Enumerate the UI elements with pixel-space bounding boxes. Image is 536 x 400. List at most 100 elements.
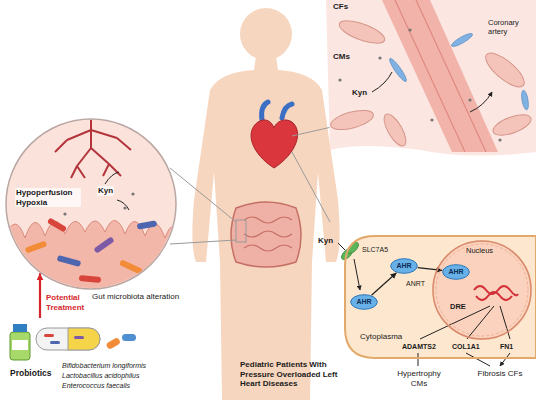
leader-line [236, 220, 246, 242]
gut-outline [5, 220, 177, 290]
myocardium-tissue [337, 16, 388, 47]
gut-outline [55, 118, 131, 178]
patient-label: Pediatric Patients With Pressure Overloa… [240, 360, 350, 389]
bacteria-name: Enterococcus faecalis [62, 382, 130, 390]
vessel-label: Coronary artery [488, 18, 532, 36]
probiotics-outline [50, 341, 60, 344]
outcome-label: Hypertrophy CMs [395, 369, 443, 388]
myocardium-tissue [378, 56, 381, 59]
probiotics-outline [74, 336, 84, 339]
probiotics-outline [68, 328, 100, 350]
gene-label: FN1 [500, 343, 513, 351]
myocardium-tissue [395, 0, 486, 152]
probiotics-outline [105, 337, 121, 350]
transporter-label: SLC7A5 [362, 246, 388, 254]
myocardium-tissue [520, 90, 529, 111]
nucleus-outline [436, 244, 528, 336]
myocardium-tissue [468, 98, 471, 101]
body-silhouette [192, 56, 339, 400]
cytoplasm-label: Cytoplasma [360, 332, 402, 342]
bacteria-name: Bifidobacterium longiformis [62, 362, 146, 370]
probiotics-outline [122, 334, 136, 341]
gut-outline [131, 192, 134, 195]
gut-outline [6, 119, 176, 289]
heart [262, 102, 292, 120]
myocardium-tissue [498, 138, 501, 141]
cardiomyocyte-cell: Cytoplasma AHR AHR NucleusDRE AHR [345, 236, 536, 358]
nucleus-outline [433, 241, 531, 339]
gut-zoom-circle: Hypoperfusion Hypoxia Kyn [5, 118, 177, 290]
gut-outline [123, 206, 126, 209]
myocardium-tissue [408, 28, 411, 31]
myocardium-tissue [430, 118, 433, 121]
intestines [231, 202, 301, 267]
flow-arrow [372, 273, 397, 295]
gut-outline [137, 220, 158, 229]
probiotics-outline [36, 328, 100, 350]
bacteria-name: Lactobacillus acidophilus [62, 372, 139, 380]
slc7a5-transporter [340, 241, 361, 262]
condition-label: Hypoperfusion Hypoxia [15, 188, 81, 207]
probiotics-label: Probiotics [10, 368, 52, 378]
dna [474, 286, 518, 300]
myocardium-tissue [329, 16, 534, 149]
ahr-outline [351, 295, 378, 310]
cell-type-label: CMs [333, 52, 350, 62]
probiotics-outline [44, 334, 54, 337]
leader-line [170, 126, 336, 244]
ahr-outline [443, 265, 470, 280]
leader-line [170, 168, 236, 244]
dre-label: DRE [450, 302, 466, 311]
myocardium-tissue [326, 0, 536, 156]
gut-label: Gut microbiota alteration [92, 292, 179, 302]
ahr-protein: AHR [350, 294, 378, 310]
intestines [244, 217, 292, 251]
nucleus-outline [432, 240, 532, 340]
metabolite-label: Kyn [318, 236, 333, 246]
flow-arrow [39, 273, 41, 318]
intestines [231, 202, 301, 267]
ahr-protein: AHR [442, 264, 470, 280]
protein-label: AHR [397, 262, 412, 270]
ahr-outline [391, 259, 418, 274]
myocardium-tissue [372, 72, 492, 112]
heart [251, 120, 298, 168]
myocardium-tissue [450, 31, 474, 48]
myocardium-tissue [338, 28, 501, 141]
myocardium-tissue [481, 48, 529, 93]
metabolite-label: Kyn [97, 186, 114, 196]
gut-outline [63, 212, 66, 215]
gene-label: COL1A1 [452, 343, 480, 351]
myocardium-tissue [388, 31, 530, 110]
outcome-label: Fibrosis CFs [476, 369, 524, 379]
protein-label: AHR [357, 298, 372, 306]
protein-label: AHR [449, 268, 464, 276]
ahr-protein: AHR [390, 258, 418, 274]
gene-label: ADAMTS2 [402, 343, 436, 351]
edge-label: Potential Treatment [46, 293, 92, 312]
gut-outline [5, 118, 177, 290]
gut-outline [57, 255, 82, 267]
heart [251, 102, 298, 168]
gut-outline [25, 240, 48, 253]
gut-outline [47, 217, 67, 232]
probiotics-capsule: Probiotics Bifidobacterium longiformisLac… [6, 318, 158, 398]
probiotics-outline [10, 332, 30, 360]
myocardium-tissue [490, 111, 533, 140]
probiotics-outline [13, 324, 27, 332]
myocardium-tissue [338, 78, 341, 81]
cell-outline [345, 236, 536, 358]
myocardium-tissue [388, 57, 409, 83]
cell-type-label: CFs [333, 2, 348, 12]
nucleus-label: Nucleus [466, 246, 493, 255]
gut-outline [119, 259, 143, 275]
nucleus-circle: NucleusDRE AHR [432, 240, 532, 340]
myocardium-tissue [380, 111, 410, 149]
body-silhouette [240, 8, 292, 60]
gut-outline [93, 236, 114, 254]
leader-line [292, 126, 336, 222]
protein-label: ANRT [406, 280, 425, 288]
myocardium-tissue [329, 107, 376, 134]
nucleus-fill [432, 240, 532, 340]
